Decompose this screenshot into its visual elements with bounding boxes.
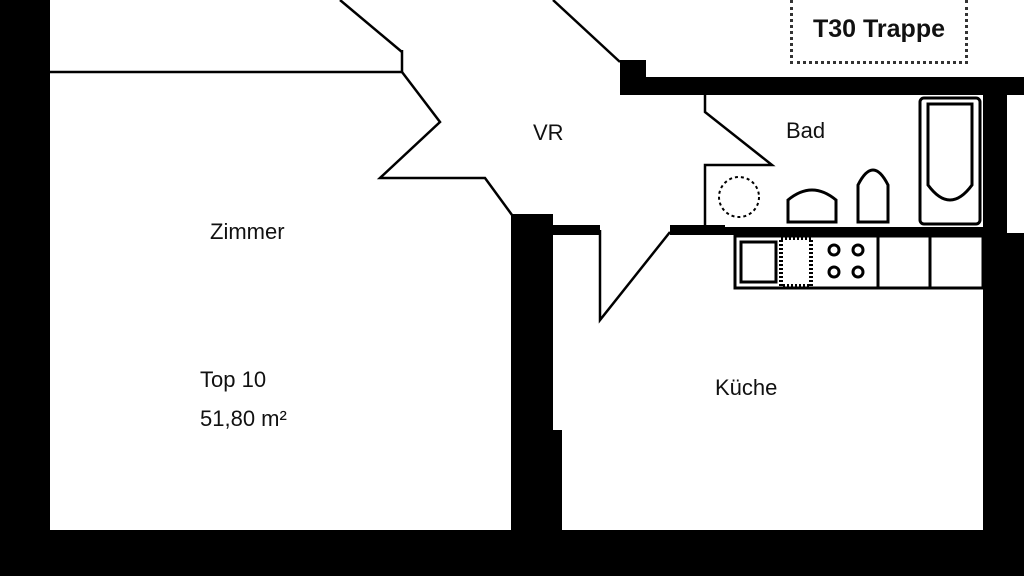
sink-icon xyxy=(786,188,838,224)
stove-burner-icon xyxy=(851,243,865,257)
unit-name: Top 10 xyxy=(200,367,267,392)
bathtub-icon xyxy=(918,96,982,226)
stove-burner-icon xyxy=(851,265,865,279)
stair-label: T30 Trappe xyxy=(790,0,968,64)
kitchen-counter xyxy=(733,234,985,290)
bad-kueche-divider xyxy=(705,227,985,235)
shower-drain-icon xyxy=(718,176,760,218)
top-wall-bad xyxy=(620,77,1024,95)
room-label-vr: VR xyxy=(533,120,564,145)
room-label-kueche: Küche xyxy=(715,375,778,400)
stove-burner-icon xyxy=(827,243,841,257)
fridge-icon xyxy=(739,240,778,284)
dishwasher-icon xyxy=(779,236,813,288)
door-swing-zimmer-top xyxy=(339,0,403,53)
room-label-zimmer: Zimmer xyxy=(210,219,285,244)
top-wall-notch xyxy=(620,60,646,95)
door-swing-bad xyxy=(703,95,776,227)
left-wall xyxy=(0,0,50,576)
door-swing-zimmer xyxy=(376,71,514,216)
door-swing-kueche xyxy=(598,230,671,324)
stove-burner-icon xyxy=(827,265,841,279)
unit-area: 51,80 m² xyxy=(200,406,287,431)
fixtures xyxy=(718,96,985,290)
thin-lines xyxy=(50,0,776,324)
door-swing-entry xyxy=(552,0,621,63)
room-label-bad: Bad xyxy=(786,118,826,143)
kueche-top-wall-right xyxy=(670,225,725,235)
toilet-icon xyxy=(856,168,890,224)
bottom-wall xyxy=(0,530,1024,576)
inner-wall-zimmer-kueche xyxy=(511,214,553,534)
kueche-wall-stub xyxy=(553,430,562,530)
right-wall-lower xyxy=(983,233,1024,533)
bathtub-inner xyxy=(926,102,974,202)
kueche-top-wall-left xyxy=(553,225,600,235)
